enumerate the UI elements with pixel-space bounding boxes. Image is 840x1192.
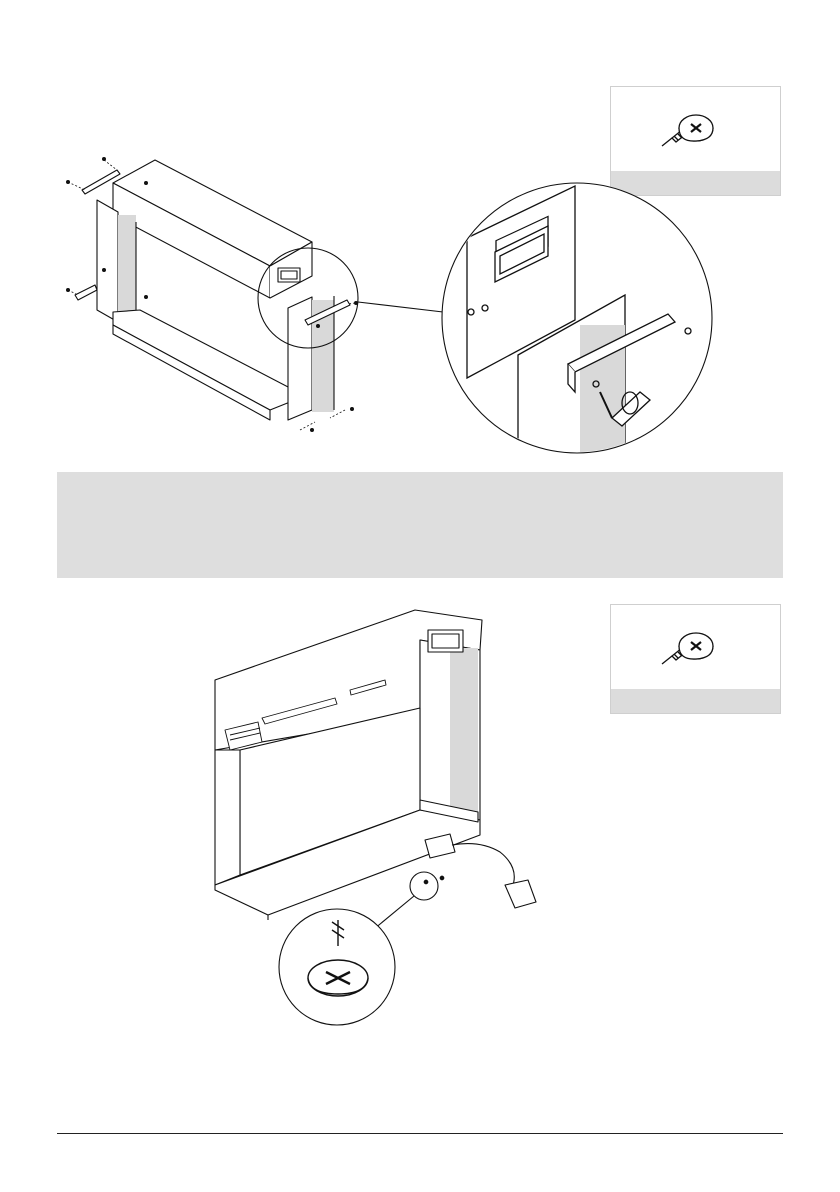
exploded-assembly-drawing	[0, 0, 840, 470]
fireplace-unit-drawing	[0, 590, 840, 1030]
footer-rule	[57, 1133, 783, 1134]
instruction-band	[57, 472, 783, 578]
